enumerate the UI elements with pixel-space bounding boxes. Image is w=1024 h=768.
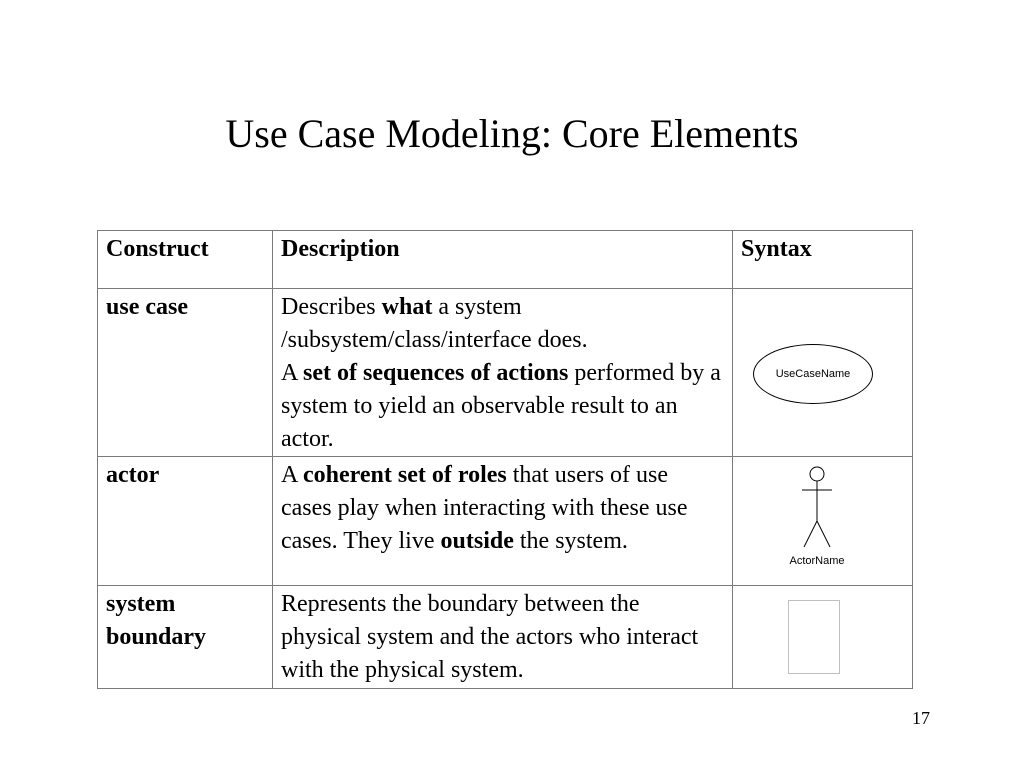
syntax-use-case: UseCaseName [732, 288, 913, 457]
table-header-row: Construct Description Syntax [97, 230, 913, 289]
use-case-syntax-label: UseCaseName [775, 367, 851, 380]
table-row-system-boundary: system boundary Represents the boundary … [97, 585, 913, 689]
actor-syntax-label: ActorName [789, 555, 845, 567]
description-system-boundary: Represents the boundary between the phys… [272, 585, 733, 689]
syntax-actor: ActorName [732, 456, 913, 586]
description-use-case: Describes what a system /subsystem/class… [272, 288, 733, 457]
page-number: 17 [912, 708, 930, 728]
header-construct: Construct [97, 230, 273, 289]
text-segment: Represents the boundary between the phys… [281, 591, 699, 683]
construct-use-case: use case [106, 294, 188, 320]
header-description: Description [272, 230, 733, 289]
description-actor: A coherent set of roles that users of us… [272, 456, 733, 586]
boundary-rectangle-icon [788, 600, 840, 674]
construct-system-boundary-line1: system [106, 591, 176, 617]
stick-figure-icon [802, 466, 832, 548]
text-segment: a system /subsystem/class/interface does… [281, 294, 588, 353]
bold-text: coherent set of roles [303, 462, 507, 488]
use-case-ellipse-icon: UseCaseName [753, 344, 873, 404]
text-segment: performed by a system to yield an observ… [281, 360, 721, 452]
bold-text: outside [440, 528, 514, 554]
bold-text: what [381, 294, 433, 320]
constructs-table: Construct Description Syntax use case De… [97, 230, 913, 689]
text-segment: A [281, 462, 304, 488]
table-row-use-case: use case Describes what a system /subsys… [97, 288, 913, 457]
bold-text: set of sequences of actions [303, 360, 569, 386]
text-segment: the system. [513, 528, 628, 554]
construct-actor: actor [106, 462, 160, 488]
construct-system-boundary-line2: boundary [106, 624, 207, 650]
text-segment: that users of use cases play when intera… [281, 462, 688, 554]
text-segment: Describes [281, 294, 382, 320]
syntax-system-boundary [732, 585, 913, 689]
text-segment: A [281, 360, 304, 386]
slide-title: Use Case Modeling: Core Elements [225, 111, 799, 156]
table-row-actor: actor A coherent set of roles that users… [97, 456, 913, 586]
header-syntax: Syntax [732, 230, 913, 289]
